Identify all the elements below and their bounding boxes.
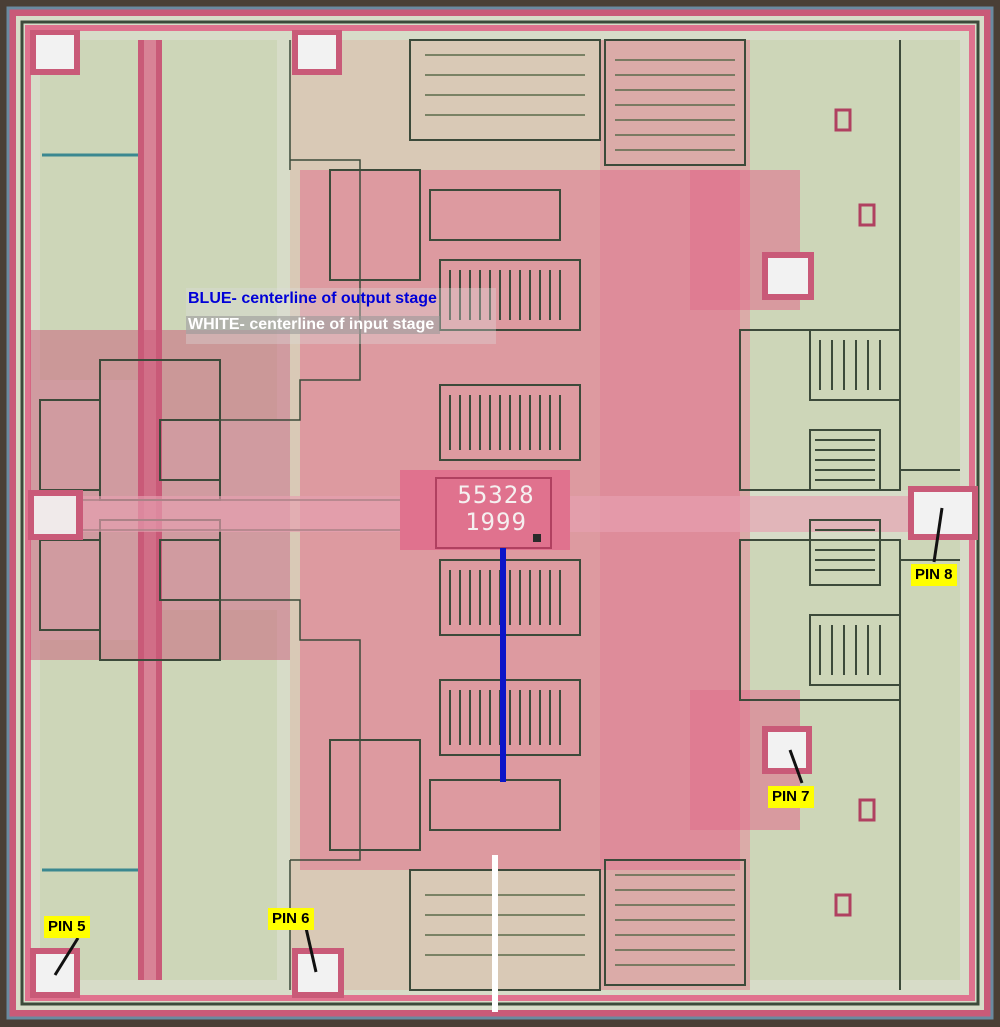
pin8-pointer xyxy=(932,507,944,563)
chip-marking-line2: 1999 xyxy=(465,508,527,536)
substrate-left-top xyxy=(40,40,140,380)
bond-pads xyxy=(28,30,978,998)
legend: BLUE- centerline of output stage WHITE- … xyxy=(186,288,496,344)
chip-marking: 55328 1999 xyxy=(446,482,546,536)
pin7-pointer xyxy=(788,749,804,784)
pin6-pointer xyxy=(304,927,318,973)
pin5-label: PIN 5 xyxy=(44,916,90,938)
chip-marking-line1: 55328 xyxy=(457,481,535,509)
pin5-pointer xyxy=(53,937,80,976)
pin7-label: PIN 7 xyxy=(768,786,814,808)
pin8-label: PIN 8 xyxy=(911,564,957,586)
output-transistors xyxy=(439,259,581,756)
legend-white-text: WHITE- centerline of input stage xyxy=(186,316,441,334)
pin6-label: PIN 6 xyxy=(268,908,314,930)
chip-marking-box xyxy=(435,477,552,549)
legend-blue-text: BLUE- centerline of output stage xyxy=(188,290,437,307)
